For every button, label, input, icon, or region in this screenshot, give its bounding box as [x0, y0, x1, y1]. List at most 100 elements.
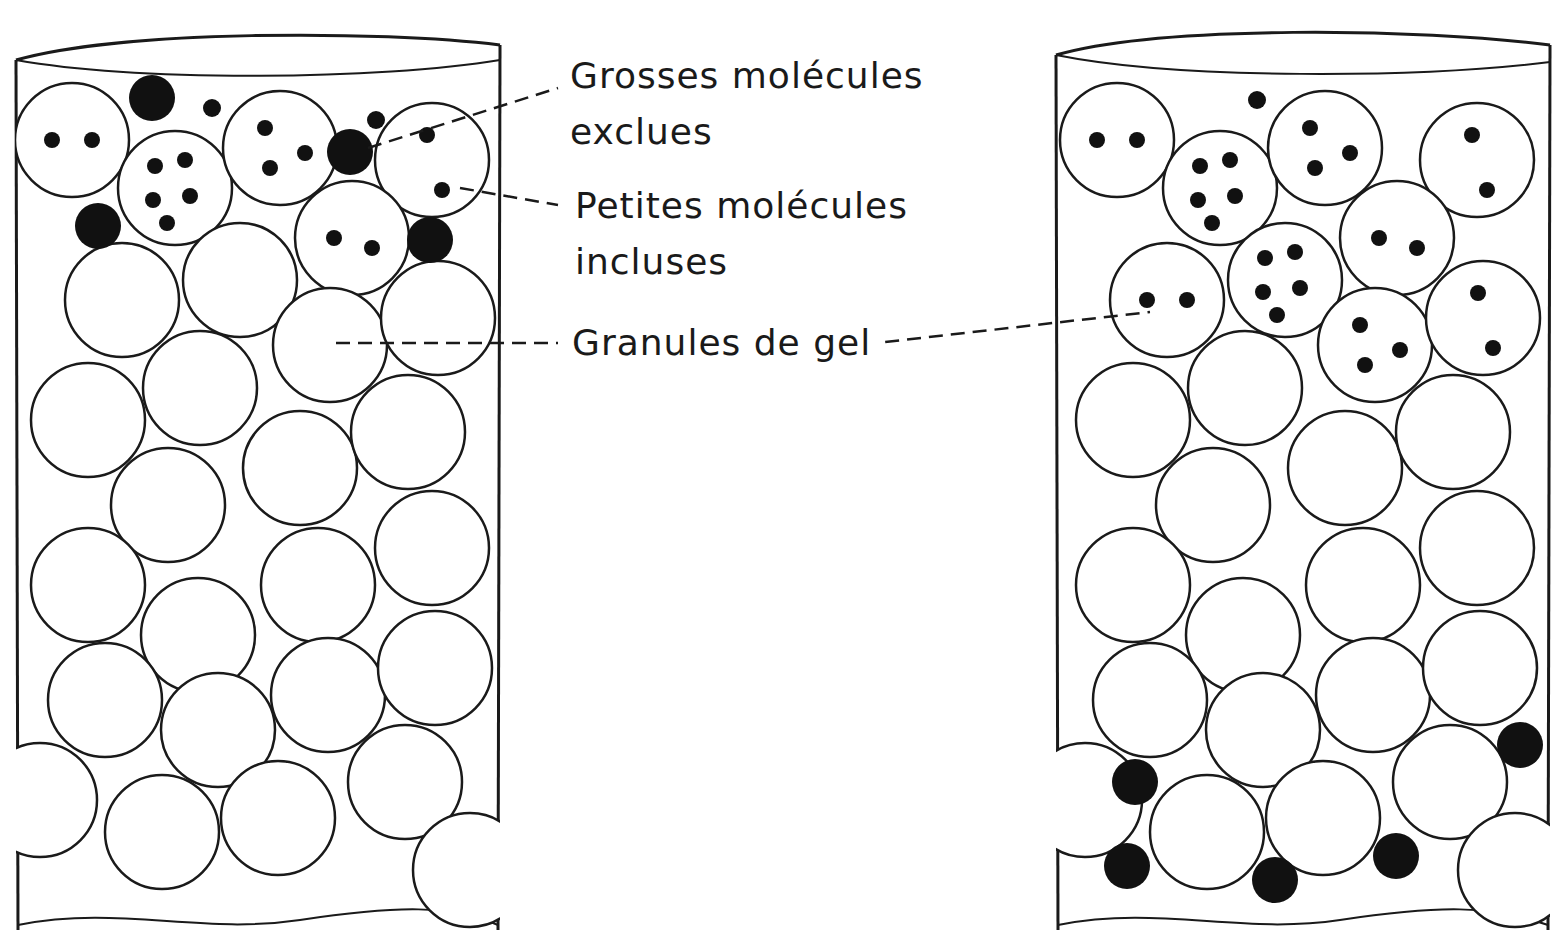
small-molecule	[1392, 342, 1408, 358]
gel-granule	[105, 775, 219, 889]
gel-granule	[1268, 91, 1382, 205]
gel-granule	[271, 638, 385, 752]
gel-column-right	[1028, 32, 1557, 930]
small-molecule	[44, 132, 60, 148]
gel-granule	[16, 83, 129, 197]
small-molecule	[159, 215, 175, 231]
gel-granule	[273, 288, 387, 402]
small-molecule	[434, 182, 450, 198]
small-molecule	[1470, 285, 1486, 301]
gel-granule	[295, 181, 409, 295]
large-molecule	[129, 75, 175, 121]
small-molecule	[367, 111, 385, 129]
gel-granule	[221, 761, 335, 875]
large-molecule	[75, 203, 121, 249]
small-molecule	[147, 158, 163, 174]
gel-granule	[31, 528, 145, 642]
gel-granule	[223, 91, 337, 205]
gel-granule	[16, 743, 97, 857]
gel-granule	[143, 331, 257, 445]
small-molecule	[1179, 292, 1195, 308]
small-molecule	[1255, 284, 1271, 300]
small-molecule	[145, 192, 161, 208]
large-molecule	[327, 129, 373, 175]
annotation-label: Petites molécules incluses	[575, 178, 1015, 290]
gel-granule	[1426, 261, 1540, 375]
small-molecule	[1190, 192, 1206, 208]
small-molecule	[182, 188, 198, 204]
small-molecule	[1357, 357, 1373, 373]
gel-granule	[31, 363, 145, 477]
small-molecule	[1227, 188, 1243, 204]
leader-lines	[336, 88, 1150, 343]
gel-column-left	[0, 35, 527, 930]
gel-granule	[1423, 611, 1537, 725]
small-molecule	[364, 240, 380, 256]
small-molecule	[1222, 152, 1238, 168]
small-molecule	[1342, 145, 1358, 161]
annotation-label: Grosses molécules exclues	[570, 48, 1010, 160]
gel-granule	[48, 643, 162, 757]
small-molecule	[1292, 280, 1308, 296]
small-molecule	[1139, 292, 1155, 308]
small-molecule	[1248, 91, 1266, 109]
small-molecule	[1479, 182, 1495, 198]
gel-granule	[1060, 83, 1174, 197]
small-molecule	[177, 152, 193, 168]
gel-granule	[1076, 528, 1190, 642]
large-molecule	[407, 217, 453, 263]
gel-granule	[261, 528, 375, 642]
small-molecule	[1307, 160, 1323, 176]
small-molecule	[1485, 340, 1501, 356]
small-molecule	[1371, 230, 1387, 246]
gel-granule	[1150, 775, 1264, 889]
large-molecule	[1497, 722, 1543, 768]
gel-granule	[1316, 638, 1430, 752]
gel-granule	[141, 578, 255, 692]
small-molecule	[1464, 127, 1480, 143]
gel-granule	[1188, 331, 1302, 445]
gel-granule	[381, 261, 495, 375]
gel-granule	[65, 243, 179, 357]
gel-granule	[1076, 363, 1190, 477]
small-molecule	[419, 127, 435, 143]
gel-granule	[1420, 491, 1534, 605]
gel-granule	[375, 491, 489, 605]
small-molecule	[1352, 317, 1368, 333]
gel-granule	[1318, 288, 1432, 402]
small-molecule	[1302, 120, 1318, 136]
gel-granule	[1186, 578, 1300, 692]
annotation-label: Granules de gel	[572, 315, 1072, 371]
small-molecule	[262, 160, 278, 176]
large-molecule	[1112, 759, 1158, 805]
small-molecule	[297, 145, 313, 161]
small-molecule	[257, 120, 273, 136]
gel-granule	[1306, 528, 1420, 642]
small-molecule	[326, 230, 342, 246]
gel-granule	[1093, 643, 1207, 757]
small-molecule	[84, 132, 100, 148]
gel-granule	[378, 611, 492, 725]
gel-granule	[1396, 375, 1510, 489]
gel-granule	[1288, 411, 1402, 525]
small-molecule	[1192, 158, 1208, 174]
large-molecule	[1104, 843, 1150, 889]
gel-granule	[413, 813, 500, 927]
gel-granule	[1340, 181, 1454, 295]
gel-granule	[351, 375, 465, 489]
small-molecule	[1269, 307, 1285, 323]
large-molecule	[1373, 833, 1419, 879]
gel-granule	[1266, 761, 1380, 875]
small-molecule	[1257, 250, 1273, 266]
gel-granule	[1110, 243, 1224, 357]
small-molecule	[203, 99, 221, 117]
small-molecule	[1409, 240, 1425, 256]
gel-granule	[243, 411, 357, 525]
small-molecule	[1129, 132, 1145, 148]
gel-granule	[1458, 813, 1550, 927]
small-molecule	[1089, 132, 1105, 148]
small-molecule	[1204, 215, 1220, 231]
large-molecule	[1252, 857, 1298, 903]
